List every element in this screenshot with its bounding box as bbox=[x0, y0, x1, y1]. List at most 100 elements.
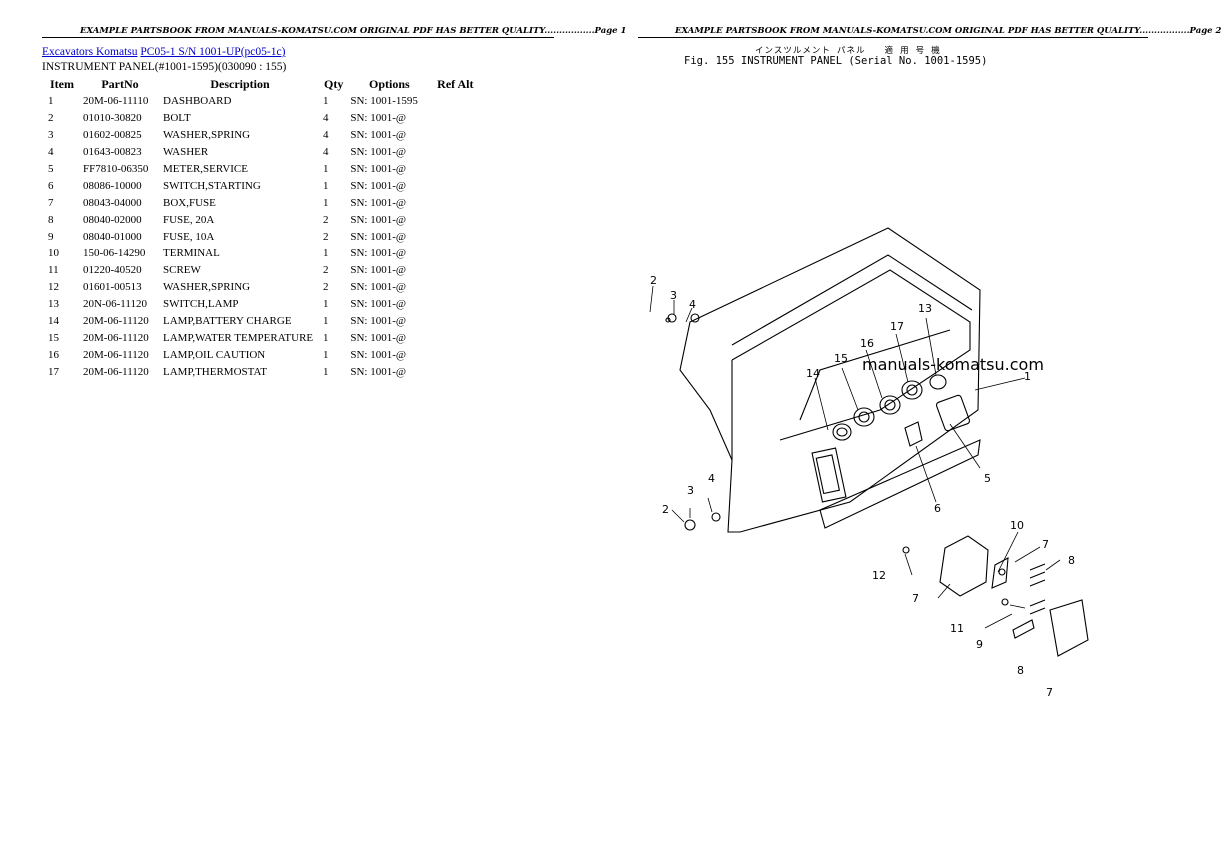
callout-numbers: 2 3 4 2 3 4 1 5 6 14 15 16 17 13 10 7 8 … bbox=[650, 274, 1075, 699]
cell-description: LAMP,BATTERY CHARGE bbox=[163, 315, 292, 328]
cell-description: WASHER,SPRING bbox=[163, 129, 251, 142]
cell-description: TERMINAL bbox=[163, 247, 220, 260]
col-partno: PartNo bbox=[101, 77, 139, 91]
cell-description: WASHER,SPRING bbox=[163, 281, 251, 294]
cell-options: SN: 1001-@ bbox=[350, 213, 407, 226]
cell-partno: 01220-40520 bbox=[83, 264, 142, 277]
cell-partno: 01601-00513 bbox=[83, 281, 142, 294]
cell-item: 3 bbox=[48, 129, 54, 142]
col-item: Item bbox=[50, 77, 74, 91]
callout-4b: 4 bbox=[708, 472, 715, 485]
breadcrumb-model-link[interactable]: PC05-1 S/N 1001-UP(pc05-1c) bbox=[140, 46, 286, 58]
cell-ref-alt bbox=[431, 329, 479, 346]
cell-ref-alt bbox=[431, 363, 479, 380]
cell-ref-alt bbox=[431, 144, 479, 161]
cell-description: SWITCH,LAMP bbox=[163, 298, 239, 311]
cell-qty: 1 bbox=[323, 365, 329, 378]
cell-partno: 01643-00823 bbox=[83, 146, 142, 159]
callout-5: 5 bbox=[984, 472, 991, 485]
cell-qty: 1 bbox=[323, 348, 329, 361]
lamp-sockets-drawing bbox=[832, 374, 971, 447]
cell-item: 2 bbox=[48, 112, 54, 125]
cell-qty: 1 bbox=[323, 196, 329, 209]
callout-11: 11 bbox=[950, 622, 964, 635]
callout-7a: 7 bbox=[1042, 538, 1049, 551]
cell-partno: 08086-10000 bbox=[83, 179, 142, 192]
cell-options: SN: 1001-@ bbox=[350, 112, 407, 125]
callout-14: 14 bbox=[806, 367, 820, 380]
cell-qty: 2 bbox=[323, 281, 329, 294]
cell-qty: 1 bbox=[323, 331, 329, 344]
cell-partno: 08043-04000 bbox=[83, 196, 142, 209]
cell-item: 4 bbox=[48, 146, 54, 159]
cell-partno: FF7810-06350 bbox=[83, 163, 149, 175]
cell-item: 17 bbox=[48, 365, 59, 378]
parts-table-header: Item PartNo Description Qty Options Ref … bbox=[42, 76, 479, 93]
cell-ref-alt bbox=[431, 313, 479, 330]
callout-leaders bbox=[649, 285, 1061, 629]
col-options: Options bbox=[369, 77, 410, 91]
cell-qty: 2 bbox=[323, 213, 329, 226]
breadcrumb-category-link[interactable]: Excavators Komatsu bbox=[42, 46, 138, 58]
cell-options: SN: 1001-@ bbox=[350, 315, 407, 328]
cell-ref-alt bbox=[431, 211, 479, 228]
cell-item: 8 bbox=[48, 213, 54, 226]
cell-item: 10 bbox=[48, 247, 59, 260]
cell-options: SN: 1001-@ bbox=[350, 179, 407, 192]
instrument-panel-diagram: 2 3 4 2 3 4 1 5 6 14 15 16 17 13 10 7 8 … bbox=[649, 227, 1089, 699]
cell-item: 5 bbox=[48, 163, 54, 175]
cell-ref-alt bbox=[431, 228, 479, 245]
col-qty: Qty bbox=[324, 77, 344, 91]
callout-16: 16 bbox=[860, 337, 874, 350]
cell-ref-alt bbox=[431, 177, 479, 194]
callout-1: 1 bbox=[1024, 370, 1031, 383]
cell-options: SN: 1001-@ bbox=[350, 298, 407, 311]
cell-description: SCREW bbox=[163, 264, 201, 277]
parts-table: Item PartNo Description Qty Options Ref … bbox=[42, 76, 479, 380]
cell-item: 12 bbox=[48, 281, 59, 294]
callout-10: 10 bbox=[1010, 519, 1024, 532]
cell-description: FUSE, 20A bbox=[163, 213, 215, 226]
cell-description: LAMP,THERMOSTAT bbox=[163, 365, 267, 378]
cell-description: SWITCH,STARTING bbox=[163, 179, 261, 192]
callout-15: 15 bbox=[834, 352, 848, 365]
cell-options: SN: 1001-@ bbox=[350, 365, 407, 378]
cell-qty: 4 bbox=[323, 129, 329, 142]
cell-item: 9 bbox=[48, 230, 54, 243]
cell-description: BOLT bbox=[163, 112, 191, 125]
cell-item: 11 bbox=[48, 264, 59, 277]
cell-ref-alt bbox=[431, 194, 479, 211]
cell-ref-alt bbox=[431, 110, 479, 127]
cell-options: SN: 1001-@ bbox=[350, 264, 407, 277]
cell-ref-alt bbox=[431, 161, 479, 178]
cell-options: SN: 1001-@ bbox=[350, 331, 407, 344]
callout-6: 6 bbox=[934, 502, 941, 515]
cell-partno: 08040-02000 bbox=[83, 213, 142, 226]
cell-description: LAMP,WATER TEMPERATURE bbox=[163, 331, 314, 344]
cell-description: LAMP,OIL CAUTION bbox=[163, 348, 266, 361]
cell-item: 16 bbox=[48, 348, 59, 361]
page1-header: EXAMPLE PARTSBOOK FROM MANUALS-KOMATSU.C… bbox=[80, 26, 627, 36]
cell-qty: 1 bbox=[323, 298, 329, 311]
cell-description: DASHBOARD bbox=[163, 95, 232, 108]
cell-partno: 08040-01000 bbox=[83, 230, 142, 243]
watermark-text: manuals-komatsu.com bbox=[862, 355, 1044, 374]
callout-12: 12 bbox=[872, 569, 886, 582]
cell-options: SN: 1001-@ bbox=[350, 163, 407, 175]
cell-qty: 1 bbox=[323, 247, 329, 260]
cell-partno: 20N-06-11120 bbox=[83, 298, 147, 311]
cell-options: SN: 1001-@ bbox=[350, 281, 407, 294]
cell-qty: 1 bbox=[323, 179, 329, 192]
cell-qty: 1 bbox=[323, 163, 329, 175]
cell-partno: 20M-06-11110 bbox=[83, 95, 149, 108]
